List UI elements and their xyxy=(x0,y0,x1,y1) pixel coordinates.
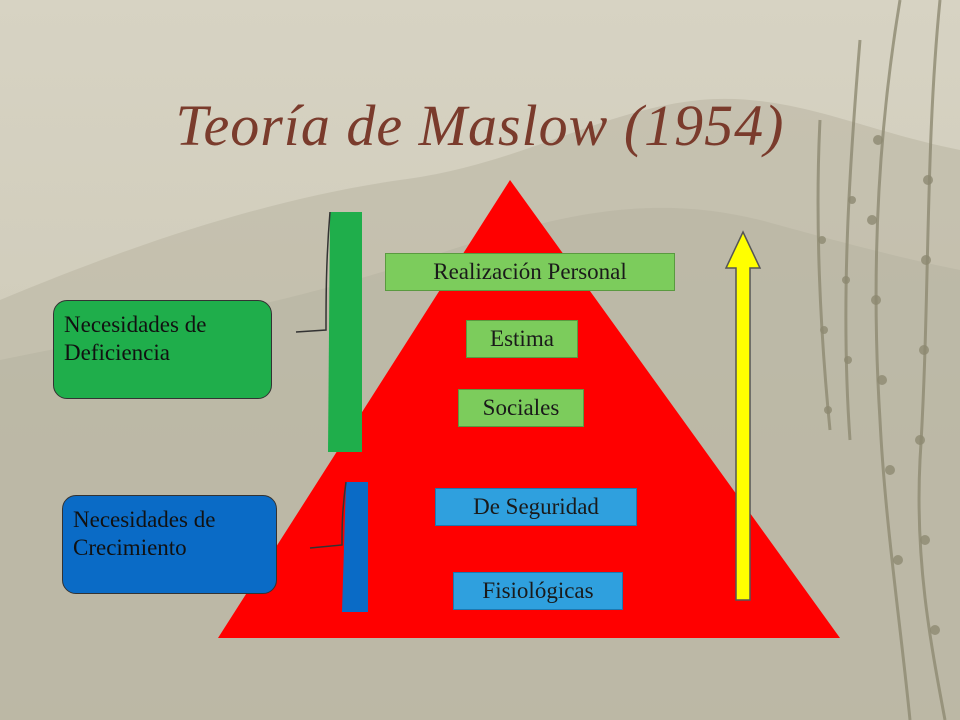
necesidades-deficiencia-label: Necesidades de Deficiencia xyxy=(53,300,272,399)
level-sociales: Sociales xyxy=(458,389,584,427)
crecimiento-bracket xyxy=(342,482,368,612)
necesidades-crecimiento-label: Necesidades de Crecimiento xyxy=(62,495,277,594)
level-realizacion-personal: Realización Personal xyxy=(385,253,675,291)
level-fisiologicas: Fisiológicas xyxy=(453,572,623,610)
crecimiento-bracket-pointer xyxy=(309,481,347,549)
willow-branches-icon xyxy=(816,0,947,720)
slide-title: Teoría de Maslow (1954) xyxy=(175,93,785,158)
level-estima: Estima xyxy=(466,320,578,358)
deficiencia-bracket xyxy=(328,212,362,452)
up-arrow-icon xyxy=(724,230,762,601)
deficiencia-bracket-pointer xyxy=(295,211,331,333)
level-de-seguridad: De Seguridad xyxy=(435,488,637,526)
willow-leaves-icon xyxy=(818,135,940,635)
